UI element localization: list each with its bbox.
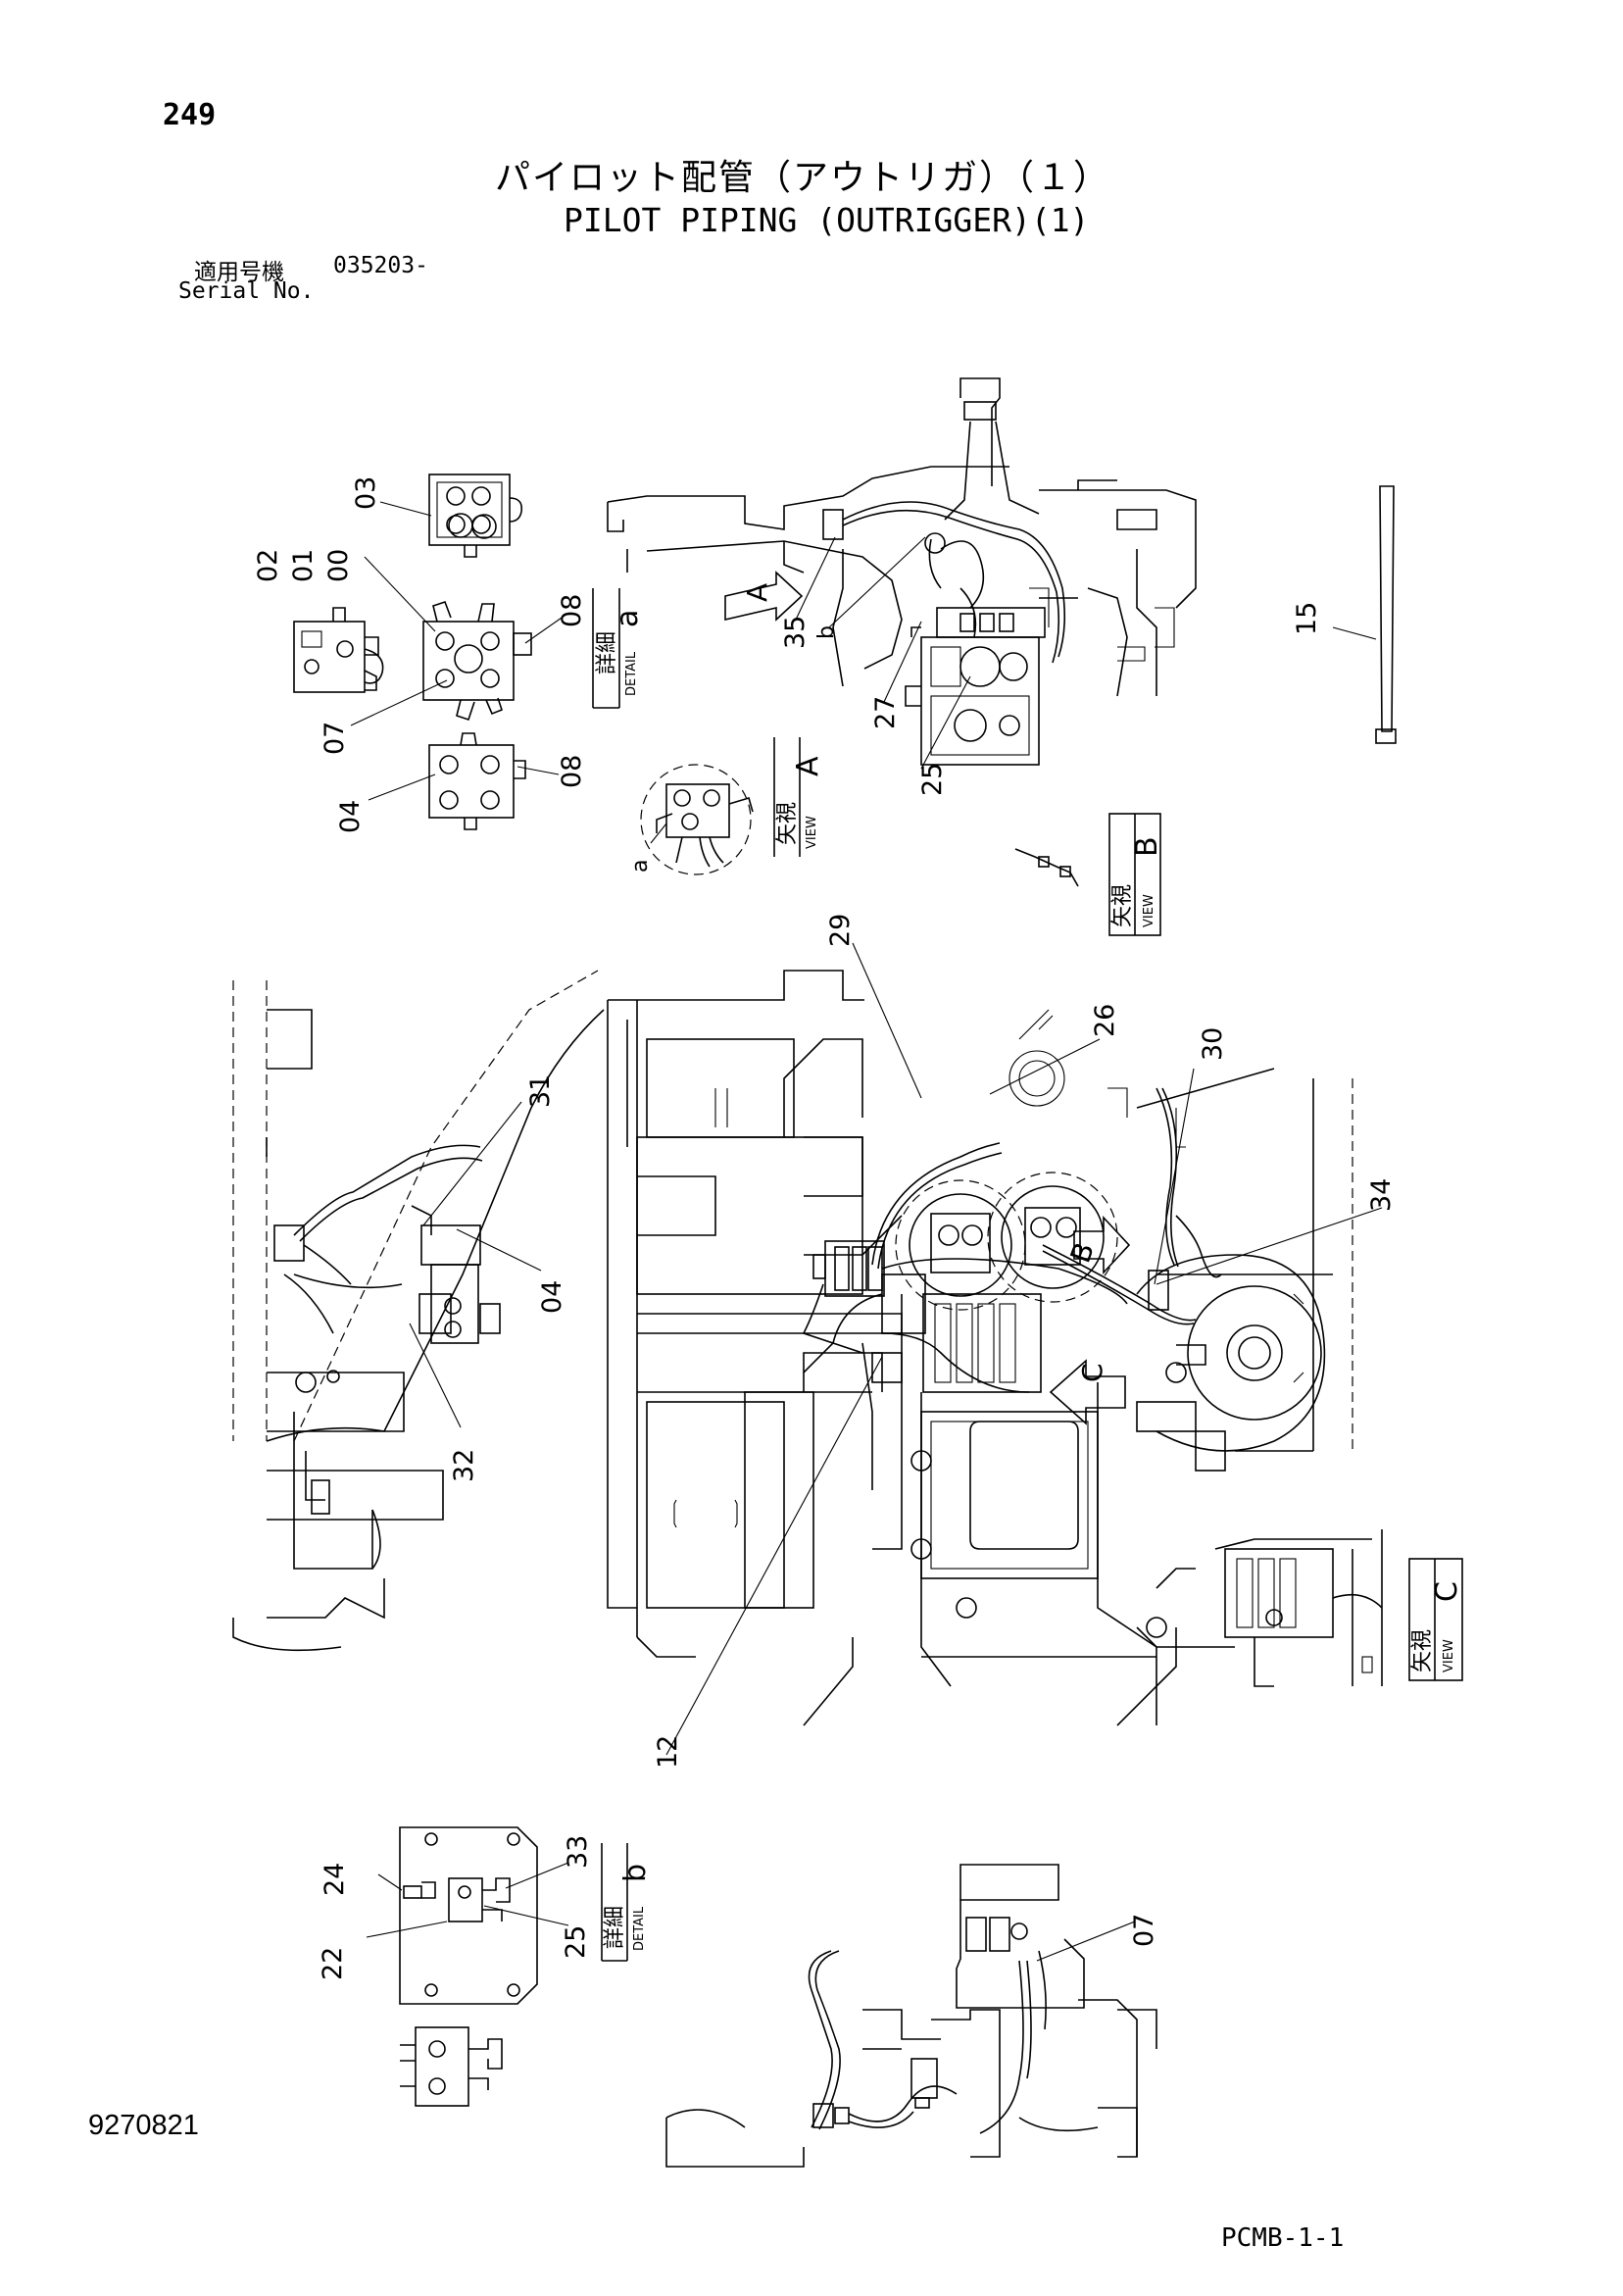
callout-26: 26 — [1090, 1004, 1120, 1037]
bottom-view-drawing — [665, 1864, 1157, 2168]
view-a-arrow: A — [724, 571, 804, 622]
swing-bearing-rings — [895, 1172, 1118, 1311]
detail-b-side-view — [400, 2026, 503, 2107]
view-a-label: 矢視 VIEW A — [773, 737, 825, 857]
view-b-label: 矢視 VIEW B — [1108, 813, 1164, 936]
callout-04: 04 — [335, 800, 366, 833]
callout-07-bottom: 07 — [1129, 1914, 1159, 1947]
page-title-japanese: パイロット配管（アウトリガ）（１） — [495, 158, 1111, 198]
view-b-arrow-letter: B — [1064, 1238, 1102, 1267]
callout-00: 00 — [323, 549, 354, 582]
valve-block-side-view — [293, 607, 384, 693]
serial-label-english: Serial No. — [178, 278, 315, 304]
detail-b-label: 詳細 DETAIL b — [601, 1843, 653, 1962]
callout-25-bottom: 25 — [561, 1925, 591, 1959]
valve-block-detail-04 — [428, 732, 526, 830]
view-c-sketch — [1214, 1529, 1383, 1687]
serial-value: 035203- — [333, 253, 428, 278]
detail-a-jp: 詳細 — [595, 631, 619, 674]
pointer-a: a — [628, 860, 653, 873]
callout-29: 29 — [825, 914, 856, 947]
callout-30: 30 — [1198, 1027, 1228, 1061]
callout-34: 34 — [1366, 1178, 1397, 1212]
view-b-letter: B — [1130, 836, 1164, 857]
view-a-sketch: a — [628, 764, 754, 875]
detail-a-letter: a — [611, 610, 645, 627]
left-boom-drawing — [232, 970, 605, 1652]
pointer-b: b — [814, 625, 839, 639]
leader-lines-top-center — [795, 536, 971, 770]
view-c-en: VIEW — [1442, 1639, 1456, 1672]
document-number: 9270821 — [88, 2110, 199, 2141]
detail-b-en: DETAIL — [632, 1906, 647, 1951]
callout-12: 12 — [653, 1735, 683, 1769]
detail-a-label: 詳細 DETAIL a — [592, 588, 645, 709]
leader-lines-top-left — [350, 501, 566, 801]
outrigger-cylinder-drum — [1136, 1254, 1326, 1452]
detail-b-plate — [366, 1826, 569, 2005]
view-a-arrow-letter: A — [741, 583, 773, 602]
valve-block-detail-00 — [422, 600, 532, 722]
detail-b-letter: b — [618, 1864, 653, 1882]
detail-a-en: DETAIL — [624, 651, 639, 696]
main-chassis-drawing — [607, 970, 1353, 1726]
leader-lines-main — [665, 942, 1383, 1756]
callout-04-mid: 04 — [537, 1280, 567, 1314]
detail-b-jp: 詳細 — [603, 1906, 627, 1949]
view-b-jp: 矢視 — [1110, 884, 1135, 927]
callout-08-top: 08 — [557, 594, 587, 627]
valve-block-detail-03 — [428, 474, 523, 558]
view-a-jp: 矢視 — [775, 802, 800, 845]
callout-35: 35 — [780, 616, 811, 649]
page-number: 249 — [163, 98, 217, 132]
callout-15: 15 — [1292, 602, 1322, 635]
callout-07: 07 — [320, 722, 350, 755]
upper-frame-drawing — [607, 377, 1197, 766]
view-c-jp: 矢視 — [1410, 1629, 1435, 1672]
callout-02: 02 — [253, 549, 283, 582]
callout-25-top: 25 — [917, 763, 948, 796]
page-title-english: PILOT PIPING (OUTRIGGER)(1) — [564, 201, 1090, 239]
callout-31: 31 — [525, 1074, 556, 1108]
callout-08-bottom: 08 — [557, 755, 587, 788]
serial-label-japanese: 適用号機 — [194, 260, 284, 285]
callout-03: 03 — [351, 476, 381, 510]
view-b-en: VIEW — [1142, 894, 1156, 927]
callout-22: 22 — [318, 1947, 348, 1980]
page-code: PCMB-1-1 — [1221, 2223, 1345, 2253]
leader-lines-left-boom — [409, 1101, 542, 1428]
view-a-en: VIEW — [805, 816, 819, 849]
view-c-arrow-letter: C — [1076, 1363, 1108, 1382]
part-15-cable-tie — [1332, 485, 1397, 744]
view-c-label: 矢視 VIEW C — [1408, 1558, 1464, 1681]
callout-numbers: 03 02 01 00 07 08 04 08 35 b 27 25 15 29… — [253, 476, 1397, 1980]
callout-01: 01 — [288, 549, 319, 582]
view-c-letter: C — [1430, 1581, 1464, 1602]
view-c-arrow: C — [1049, 1359, 1126, 1425]
view-a-letter: A — [791, 756, 825, 776]
control-valve-assembly — [802, 1240, 1042, 1393]
view-b-sketch — [1014, 848, 1079, 887]
callout-32: 32 — [449, 1449, 479, 1482]
callout-24: 24 — [320, 1863, 350, 1896]
callout-33: 33 — [563, 1835, 593, 1869]
view-b-arrow: B — [1064, 1215, 1131, 1275]
callout-27: 27 — [870, 696, 901, 729]
pilot-hose-routing — [871, 1087, 1222, 1393]
